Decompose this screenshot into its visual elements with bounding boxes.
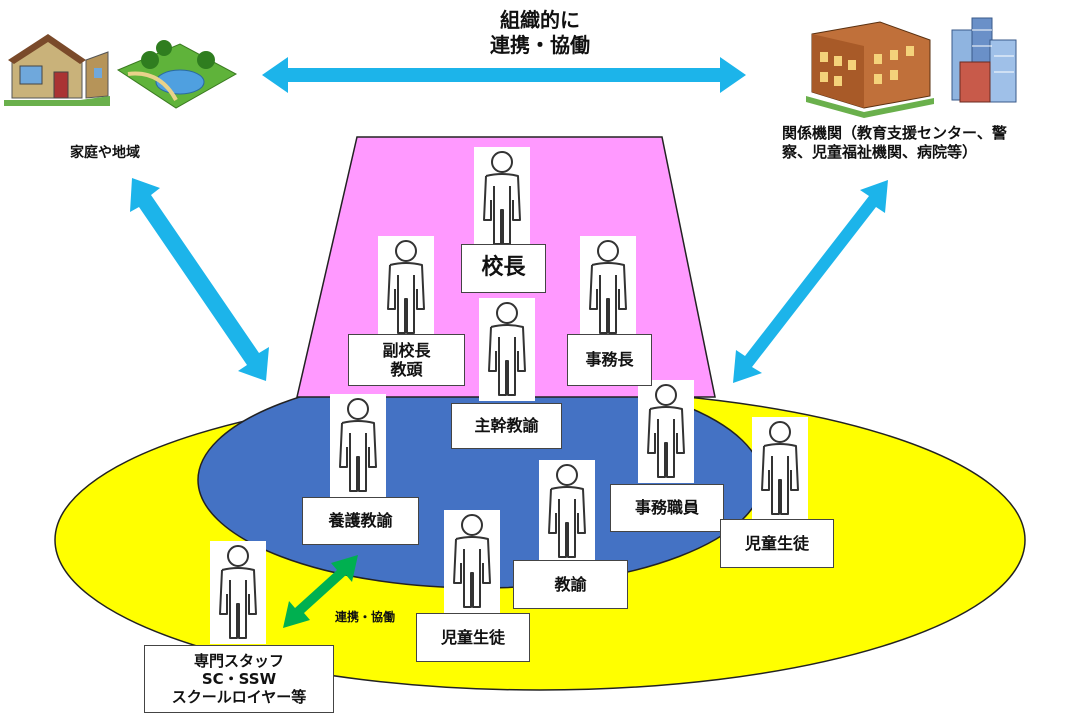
office-manager-person-icon (580, 236, 636, 339)
student-center-label: 児童生徒 (416, 613, 530, 662)
nurse-teacher-label: 養護教諭 (302, 497, 419, 545)
student-right-label: 児童生徒 (720, 519, 834, 568)
inner-collab-label: 連携・協働 (334, 610, 395, 624)
principal-person-icon (474, 147, 530, 250)
vice-principal-label: 副校長 教頭 (348, 334, 465, 386)
school-building-icon (806, 21, 934, 118)
office-staff-person-icon (638, 380, 694, 483)
top-collab-arrow (262, 57, 746, 93)
teacher-person-icon (539, 460, 595, 563)
chief-teacher-person-icon (479, 298, 535, 401)
related-agencies-label: 関係機関（教育支援センター、警 察、児童福祉機関、病院等） (782, 124, 1007, 161)
left-collab-arrow (130, 178, 269, 381)
right-collab-arrow (733, 180, 888, 383)
student-center-person-icon (444, 510, 500, 613)
vice-principal-person-icon (378, 236, 434, 339)
city-icon (951, 17, 1017, 103)
teacher-label: 教諭 (513, 560, 628, 609)
specialist-collab-arrow (283, 555, 358, 628)
top-collab-label: 組織的に 連携・協働 (490, 8, 590, 57)
park-icon (116, 40, 238, 109)
house-icon (4, 34, 110, 106)
principal-label: 校長 (461, 244, 546, 293)
specialist-person-icon (210, 541, 266, 644)
office-staff-label: 事務職員 (610, 484, 724, 532)
specialist-label: 専門スタッフ SC・SSW スクールロイヤー等 (144, 645, 334, 713)
office-manager-label: 事務長 (567, 334, 652, 386)
nurse-teacher-person-icon (330, 394, 386, 497)
home-community-label: 家庭や地域 (70, 145, 140, 161)
student-right-person-icon (752, 417, 808, 520)
chief-teacher-label: 主幹教諭 (451, 403, 562, 449)
